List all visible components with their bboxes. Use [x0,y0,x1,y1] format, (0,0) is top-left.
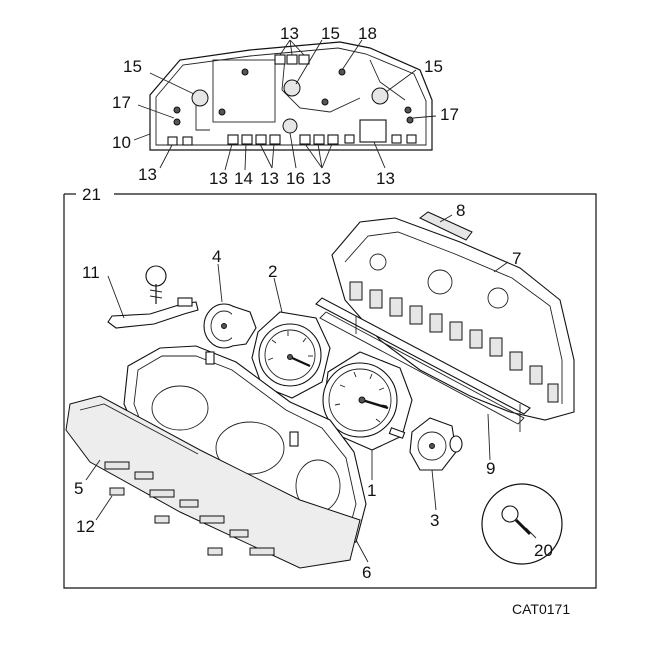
callout-13-b2: 13 [260,169,279,188]
tachometer-ticks [267,331,313,361]
circuit-board-rear-view [133,39,437,171]
tachometer [251,311,331,399]
callout-13-left: 13 [138,165,157,184]
callout-7: 7 [512,249,521,268]
callout-17-left: 17 [112,93,131,112]
connector-blocks-bottom [167,119,417,146]
callout-15-top-center: 15 [321,24,340,43]
callout-20: 20 [534,541,553,560]
callout-13-top: 13 [280,24,299,43]
callout-5: 5 [74,479,83,498]
screw-detail [481,483,563,565]
bulb-sockets [191,79,389,134]
board-screws [173,68,414,126]
callout-4: 4 [212,247,221,266]
callout-10: 10 [112,133,131,152]
callout-14: 14 [234,169,253,188]
rear-case [331,217,575,421]
fuel-gauge [203,303,257,349]
callout-1: 1 [367,481,376,500]
callout-13-right: 13 [376,169,395,188]
callout-8: 8 [456,201,465,220]
figure-code: CAT0171 [512,601,570,617]
callout-11: 11 [82,263,100,282]
window-strip [419,211,473,241]
callout-9: 9 [486,459,495,478]
assembly-leader-lines [85,214,537,563]
callout-numbers: 13 15 18 15 15 17 17 10 13 13 14 13 16 1… [74,24,553,582]
callout-13-b1: 13 [209,169,228,188]
warning-lamp-labels [104,461,275,556]
callout-15-left: 15 [123,57,142,76]
callout-17-right: 17 [440,105,459,124]
callout-12: 12 [76,517,95,536]
assembly-frame [63,193,597,589]
mounting-bracket [107,265,199,329]
callout-16: 16 [286,169,305,188]
connector-blocks-top [274,54,310,65]
temperature-gauge [409,417,463,471]
callout-13-b3: 13 [312,169,331,188]
front-lens [65,395,361,569]
callout-2: 2 [268,262,277,281]
speedometer [322,351,413,451]
flexible-circuit-plate [315,297,531,432]
callout-18: 18 [358,24,377,43]
board-leader-lines [133,39,437,171]
callout-6: 6 [362,563,371,582]
callout-3: 3 [430,511,439,530]
rear-case-slots [349,281,559,403]
callout-15-right: 15 [424,57,443,76]
frame-label-21: 21 [82,185,101,204]
